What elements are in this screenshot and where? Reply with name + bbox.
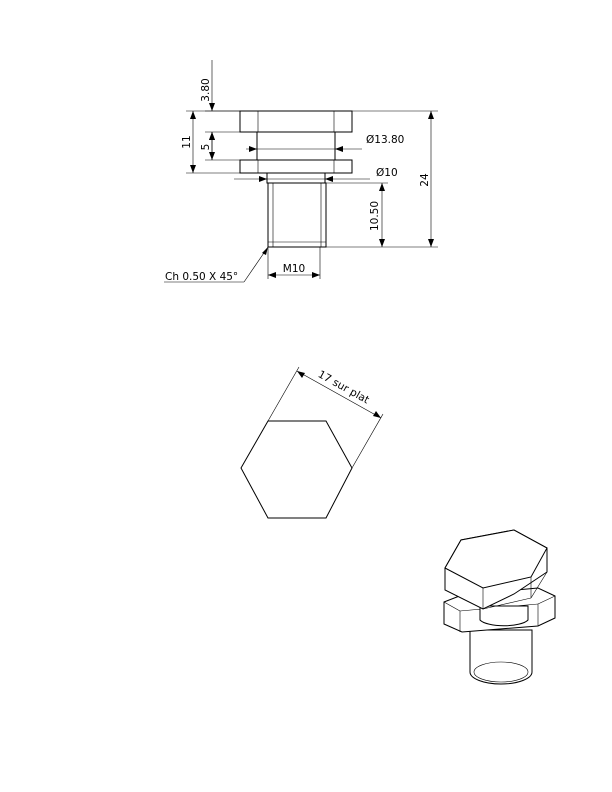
dim-shank-diameter: Ø10	[376, 167, 398, 179]
dim-head-height: 11	[181, 135, 193, 148]
dim-flange-gap: 5	[200, 144, 212, 151]
hexagon-outline	[240, 420, 353, 519]
dim-thread: M10	[283, 263, 305, 275]
isometric-view	[443, 529, 556, 685]
groove-body	[256, 131, 336, 161]
dim-groove-diameter: Ø13.80	[366, 134, 404, 146]
threaded-shank	[267, 182, 327, 248]
dim-across-flats: 17 sur plat	[316, 368, 371, 406]
collar	[239, 159, 353, 174]
dim-total-height: 24	[419, 173, 431, 187]
head-block	[239, 110, 353, 133]
dim-chamfer: Ch 0.50 X 45°	[165, 271, 238, 283]
dim-top-gap: 3.80	[200, 78, 212, 101]
dim-shank-length: 10.50	[369, 201, 381, 231]
front-view: 3.80 11 5 Ø13.80 Ø10 24	[164, 60, 438, 283]
top-view: 17 sur plat	[240, 366, 384, 519]
